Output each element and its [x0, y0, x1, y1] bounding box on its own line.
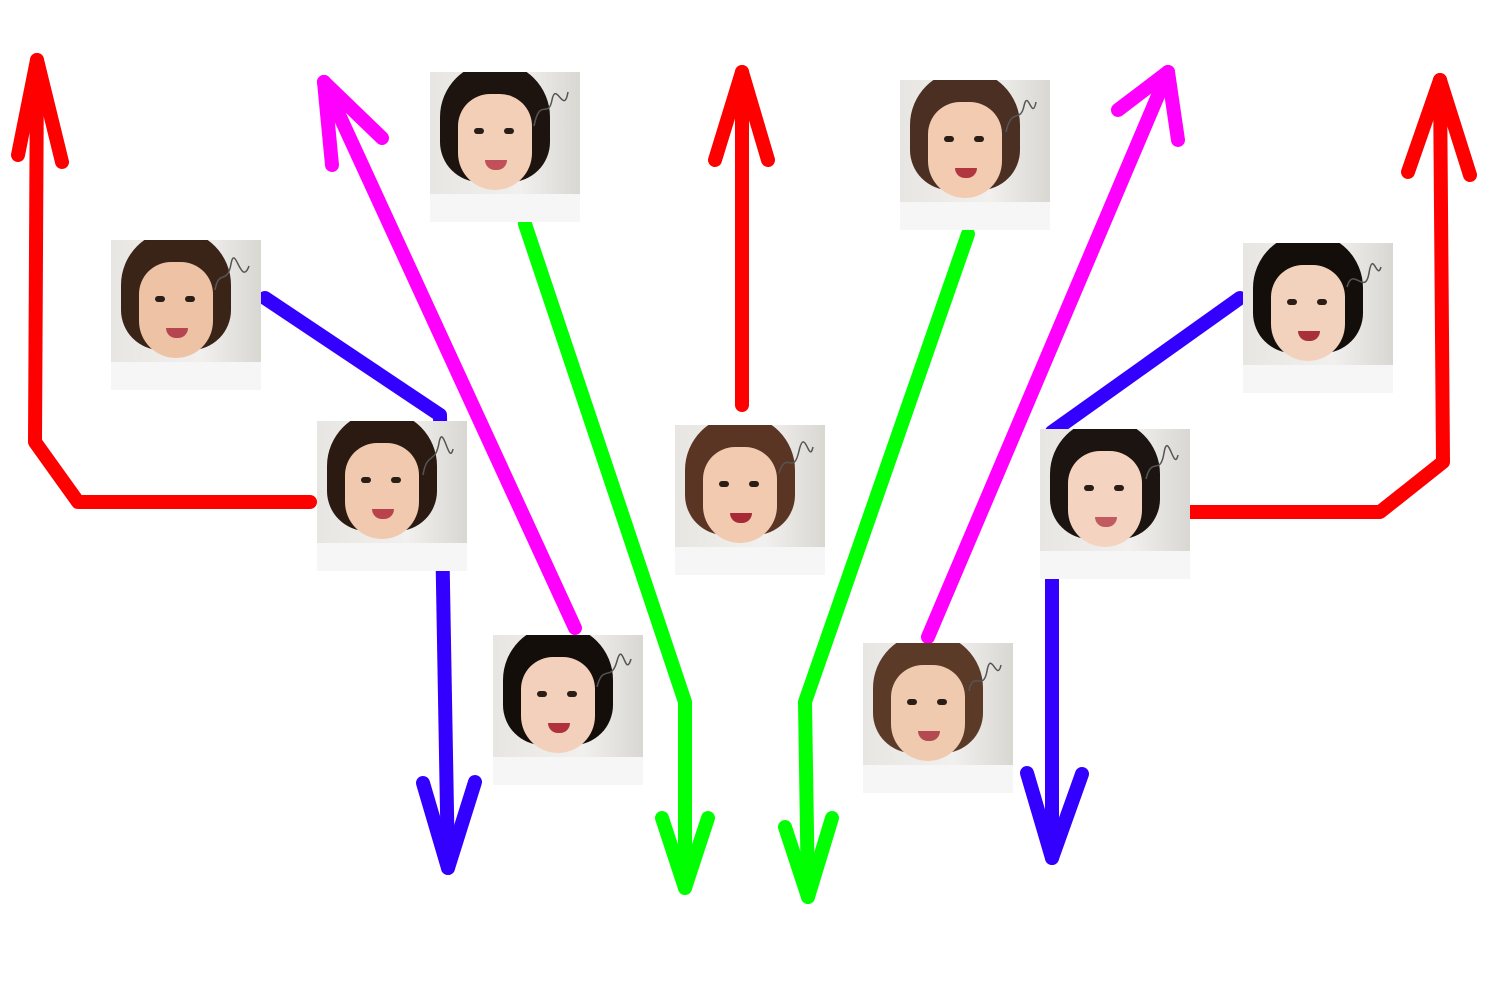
eye — [155, 296, 165, 302]
mouth — [372, 509, 394, 519]
blue-arrow-left — [258, 291, 482, 875]
magenta-arrow-right — [921, 65, 1185, 644]
photo-right-upper — [1243, 243, 1393, 393]
mouth — [548, 723, 570, 733]
signature-scribble — [1005, 99, 1037, 133]
signature-scribble — [968, 662, 1002, 692]
photo-right-mid — [1040, 429, 1190, 579]
signature-scribble — [533, 91, 569, 127]
eye — [944, 136, 954, 142]
eye — [1084, 485, 1094, 491]
eye — [474, 128, 484, 134]
red-arrow-left — [11, 53, 317, 509]
face — [1068, 451, 1142, 547]
shirt — [675, 547, 825, 575]
shirt — [430, 194, 580, 222]
face — [139, 262, 213, 358]
signature-scribble — [214, 257, 250, 291]
mouth — [485, 160, 507, 170]
eye — [504, 128, 514, 134]
eye — [974, 136, 984, 142]
mouth — [730, 513, 752, 523]
shirt — [900, 202, 1050, 230]
face — [521, 657, 595, 753]
face — [1271, 265, 1345, 361]
photo-left-upper — [111, 240, 261, 390]
red-arrow-right — [1176, 73, 1477, 519]
eye — [1317, 299, 1327, 305]
eye — [391, 477, 401, 483]
photo-left-mid — [317, 421, 467, 571]
face — [345, 443, 419, 539]
shirt — [111, 362, 261, 390]
eye — [361, 477, 371, 483]
eye — [537, 691, 547, 697]
face — [928, 102, 1002, 198]
shirt — [1040, 551, 1190, 579]
mouth — [918, 731, 940, 741]
green-arrow-left — [518, 217, 715, 895]
shirt — [1243, 365, 1393, 393]
green-arrow-right — [778, 227, 975, 904]
face — [703, 447, 777, 543]
signature-scribble — [778, 441, 814, 474]
photo-center — [675, 425, 825, 575]
signature-scribble — [422, 436, 454, 476]
eye — [749, 481, 759, 487]
face — [891, 665, 965, 761]
mouth — [166, 328, 188, 338]
eye — [907, 699, 917, 705]
eye — [1114, 485, 1124, 491]
eye — [1287, 299, 1297, 305]
shirt — [863, 765, 1013, 793]
red-arrow-center — [708, 65, 775, 412]
mouth — [955, 168, 977, 178]
shirt — [317, 543, 467, 571]
eye — [185, 296, 195, 302]
magenta-arrow-left — [317, 75, 582, 635]
eye — [937, 699, 947, 705]
eye — [719, 481, 729, 487]
photo-top-right — [900, 80, 1050, 230]
photo-top-left — [430, 72, 580, 222]
mouth — [1095, 517, 1117, 527]
photo-bottom-right — [863, 643, 1013, 793]
face — [458, 94, 532, 190]
signature-scribble — [1346, 263, 1382, 288]
mouth — [1298, 331, 1320, 341]
signature-scribble — [1145, 444, 1179, 480]
eye — [567, 691, 577, 697]
photo-bottom-left — [493, 635, 643, 785]
shirt — [493, 757, 643, 785]
signature-scribble — [596, 653, 632, 688]
